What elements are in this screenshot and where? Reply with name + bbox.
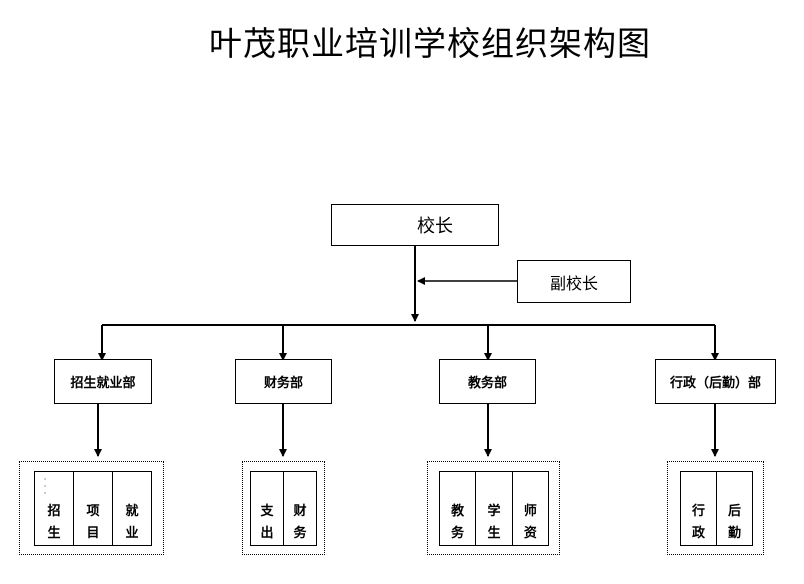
- subunit-label: 财务: [293, 503, 307, 541]
- subunit-label: 项目: [86, 503, 100, 541]
- subunit-cell: 财务: [284, 472, 316, 545]
- subunit-cell: 学生: [476, 472, 513, 545]
- subunit-label: 就业: [125, 503, 139, 541]
- subunit-cell: ··· 招生: [35, 472, 74, 545]
- department-box-academic: 教务部: [439, 359, 536, 404]
- subunit-cell: 支出: [251, 472, 284, 545]
- dot-marks: ···: [43, 475, 47, 498]
- subunit-cell: 师资: [513, 472, 548, 545]
- subunit-group-finance: 支出 财务: [242, 461, 325, 555]
- department-box-administration: 行政（后勤）部: [655, 359, 776, 404]
- department-box-finance: 财务部: [235, 359, 332, 404]
- subunit-cell: 后勤: [717, 472, 752, 545]
- subunit-cell: 项目: [74, 472, 113, 545]
- subunit-label: 后勤: [728, 503, 742, 541]
- vice-principal-box: 副校长: [517, 260, 631, 303]
- department-label: 财务部: [263, 376, 303, 391]
- subunit-label: 行政: [692, 503, 706, 541]
- subunit-label: 招生: [47, 503, 61, 541]
- department-label: 教务部: [467, 376, 507, 391]
- chart-title: 叶茂职业培训学校组织架构图: [209, 24, 651, 63]
- principal-box: 校长: [331, 204, 499, 246]
- vice-principal-label: 副校长: [549, 273, 598, 293]
- subunit-group-recruitment: ··· 招生 项目 就业: [19, 461, 164, 555]
- department-label: 行政（后勤）部: [669, 376, 761, 391]
- subunit-cell: 行政: [681, 472, 717, 545]
- subunit-label: 教务: [451, 503, 465, 541]
- department-label: 招生就业部: [70, 376, 136, 391]
- subunit-label: 学生: [487, 503, 501, 541]
- principal-label: 校长: [417, 216, 453, 237]
- subunit-group-administration: 行政 后勤: [667, 461, 764, 555]
- subunit-label: 支出: [260, 503, 274, 541]
- subunit-label: 师资: [523, 503, 537, 541]
- subunit-cell: 教务: [440, 472, 477, 545]
- subunit-cell: 就业: [113, 472, 151, 545]
- department-box-recruitment: 招生就业部: [54, 359, 152, 404]
- subunit-group-academic: 教务 学生 师资: [427, 461, 560, 555]
